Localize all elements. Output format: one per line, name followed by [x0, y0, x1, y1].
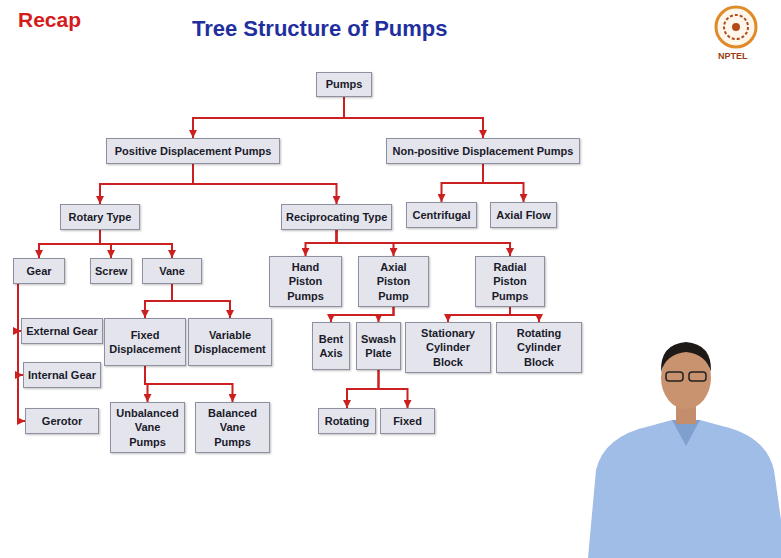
category-box: Hand Piston Pumps	[269, 256, 342, 307]
box-label: Swash Plate	[361, 332, 396, 361]
tree-connector	[18, 284, 25, 421]
box-label: Vane	[147, 264, 197, 278]
category-box: Internal Gear	[23, 362, 101, 388]
category-box: Fixed	[380, 408, 435, 434]
tree-connector	[344, 97, 483, 138]
category-box: Positive Displacement Pumps	[106, 138, 280, 164]
tree-connector	[145, 366, 233, 402]
box-label: Gerotor	[30, 414, 94, 428]
tree-connector	[172, 284, 230, 318]
tree-connector	[193, 164, 337, 204]
tree-connector	[331, 307, 394, 322]
box-label: Balanced Vane Pumps	[200, 406, 265, 449]
category-box: Gerotor	[25, 408, 99, 434]
logo-text: NPTEL	[718, 51, 748, 61]
box-label: Fixed	[385, 414, 430, 428]
box-label: Centrifugal	[411, 208, 472, 222]
category-box: Vane	[142, 258, 202, 284]
category-box: Rotary Type	[60, 204, 140, 230]
box-label: Unbalanced Vane Pumps	[115, 406, 180, 449]
box-label: Fixed Displacement	[109, 328, 181, 357]
box-label: Axial Piston Pump	[363, 260, 424, 303]
category-box: Axial Piston Pump	[358, 256, 429, 307]
box-label: Radial Piston Pumps	[480, 260, 540, 303]
tree-connector	[347, 370, 379, 408]
tree-connector	[145, 284, 172, 318]
category-box: Reciprocating Type	[281, 204, 392, 230]
category-box: Balanced Vane Pumps	[195, 402, 270, 453]
box-label: Bent Axis	[317, 332, 345, 361]
box-label: Gear	[18, 264, 60, 278]
tree-connector	[193, 97, 344, 138]
category-box: Axial Flow	[490, 202, 557, 228]
category-box: Pumps	[316, 72, 372, 97]
box-label: Reciprocating Type	[286, 210, 387, 224]
tree-connector	[510, 307, 539, 322]
box-label: Pumps	[321, 77, 367, 91]
tree-connector	[379, 307, 394, 322]
tree-connector	[483, 164, 524, 202]
diagram-title: Tree Structure of Pumps	[192, 16, 448, 42]
category-box: Radial Piston Pumps	[475, 256, 545, 307]
box-label: Non-positive Displacement Pumps	[391, 144, 575, 158]
category-box: Stationary Cylinder Block	[405, 322, 491, 373]
box-label: Positive Displacement Pumps	[111, 144, 275, 158]
category-box: External Gear	[21, 318, 103, 344]
category-box: Centrifugal	[406, 202, 477, 228]
category-box: Variable Displacement	[188, 318, 272, 366]
tree-connector	[100, 164, 193, 204]
box-label: Stationary Cylinder Block	[410, 326, 486, 369]
category-box: Rotating	[318, 408, 376, 434]
category-box: Rotating Cylinder Block	[496, 322, 582, 373]
category-box: Bent Axis	[312, 322, 350, 370]
recap-heading: Recap	[18, 8, 81, 32]
box-label: Rotating	[323, 414, 371, 428]
box-label: Screw	[95, 264, 127, 278]
tree-connector	[39, 230, 100, 258]
box-label: Hand Piston Pumps	[274, 260, 337, 303]
box-label: Rotating Cylinder Block	[501, 326, 577, 369]
tree-connector	[442, 164, 484, 202]
nptel-logo	[716, 7, 756, 47]
category-box: Screw	[90, 258, 132, 284]
box-label: Variable Displacement	[193, 328, 267, 357]
tree-connector	[306, 230, 337, 256]
tree-connector	[337, 230, 511, 256]
box-label: Axial Flow	[495, 208, 552, 222]
box-label: Rotary Type	[65, 210, 135, 224]
category-box: Unbalanced Vane Pumps	[110, 402, 185, 453]
box-label: Internal Gear	[28, 368, 96, 382]
category-box: Swash Plate	[356, 322, 401, 370]
category-box: Non-positive Displacement Pumps	[386, 138, 580, 164]
tree-connector	[448, 307, 510, 322]
tree-connector	[100, 230, 172, 258]
presenter-figure	[588, 342, 781, 558]
category-box: Gear	[13, 258, 65, 284]
tree-connector	[379, 370, 408, 408]
box-label: External Gear	[26, 324, 98, 338]
category-box: Fixed Displacement	[104, 318, 186, 366]
